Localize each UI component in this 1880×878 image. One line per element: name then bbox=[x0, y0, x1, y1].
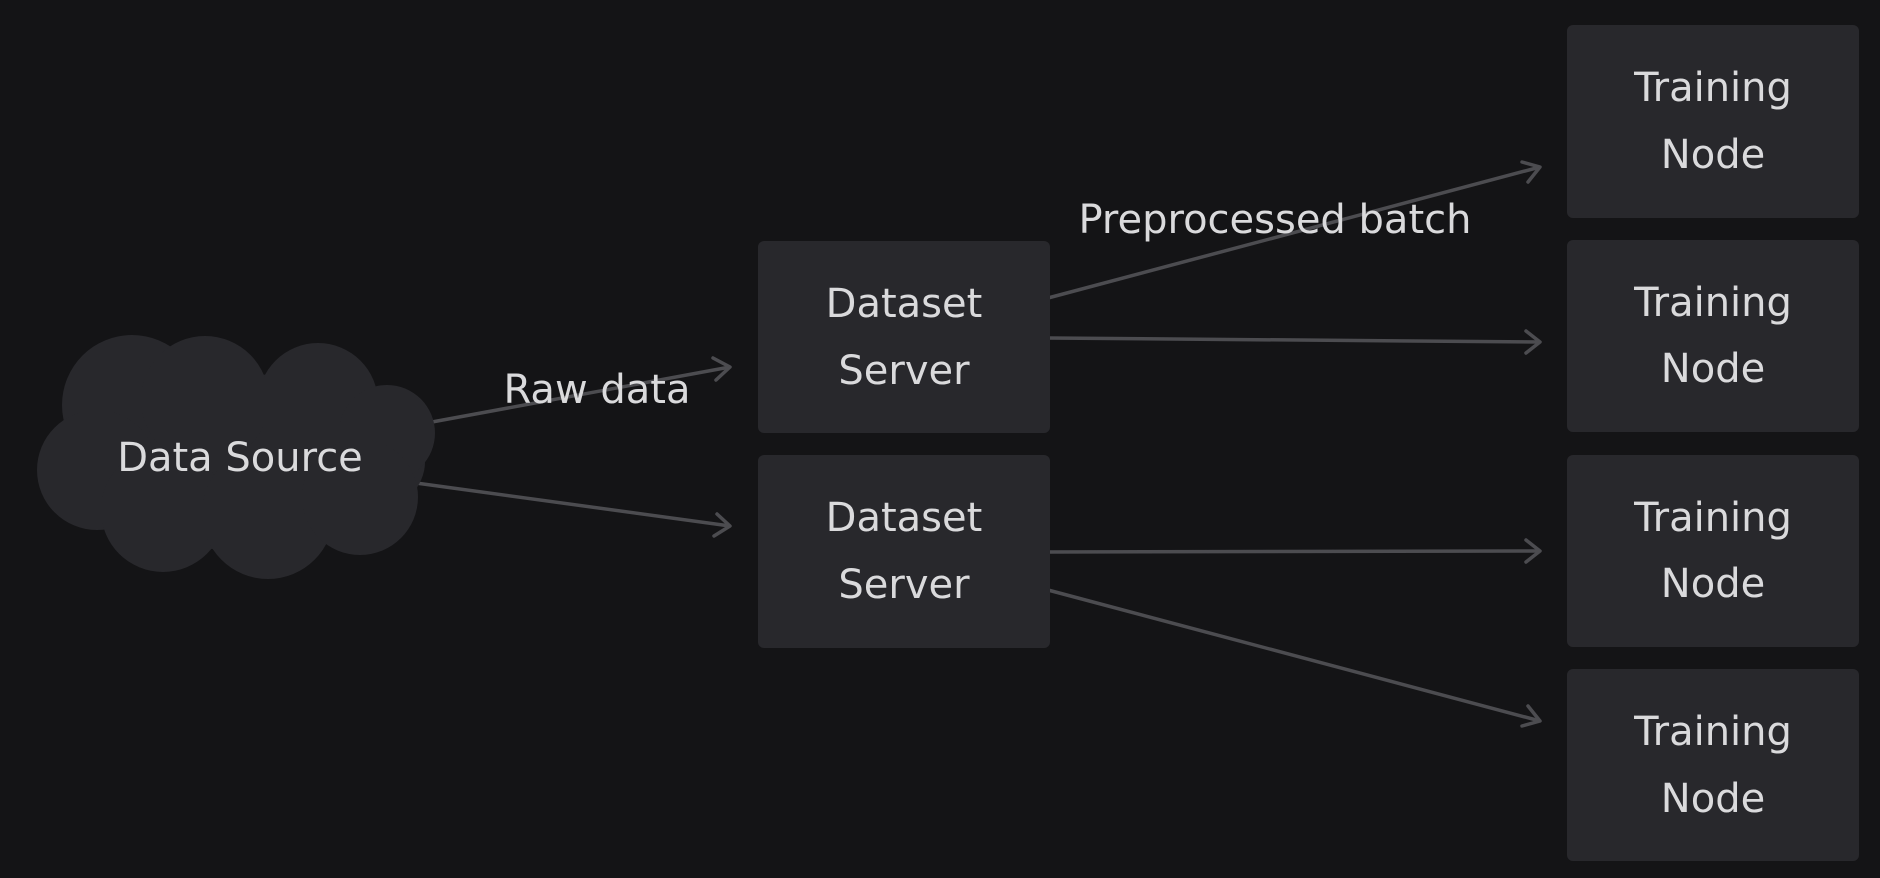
data-source-node[interactable]: Data Source bbox=[37, 335, 435, 579]
dataset-server-label-line-2: Server bbox=[838, 348, 970, 394]
dataset-server-label-line-1: Dataset bbox=[826, 495, 983, 541]
edges bbox=[415, 160, 1542, 728]
training-node-label-line-2: Node bbox=[1661, 346, 1765, 392]
training-node-label-line-1: Training bbox=[1633, 280, 1792, 326]
training-node[interactable]: Training Node bbox=[1567, 240, 1859, 432]
arrow-head-icon bbox=[711, 356, 732, 382]
training-node-label-line-1: Training bbox=[1633, 709, 1792, 755]
training-node[interactable]: Training Node bbox=[1567, 455, 1859, 647]
edge-server-1-to-node-2 bbox=[1047, 329, 1542, 355]
cloud-icon bbox=[37, 335, 435, 579]
edge-server-2-to-node-4 bbox=[1047, 588, 1542, 728]
arrow-head-icon bbox=[1524, 538, 1542, 564]
data-source-label: Data Source bbox=[117, 435, 363, 481]
arrow-head-icon bbox=[1520, 160, 1542, 184]
training-node[interactable]: Training Node bbox=[1567, 669, 1859, 861]
arrow-head-icon bbox=[1520, 704, 1542, 728]
dataset-server-label-line-2: Server bbox=[838, 562, 970, 608]
dataset-server-node[interactable]: Dataset Server bbox=[758, 455, 1050, 648]
training-node-label-line-2: Node bbox=[1661, 776, 1765, 822]
edge-source-to-server-2 bbox=[415, 481, 732, 538]
arrow-head-icon bbox=[712, 512, 732, 538]
edge-label-preprocessed-batch: Preprocessed batch bbox=[1079, 197, 1472, 243]
edge-label-raw-data: Raw data bbox=[504, 367, 691, 413]
training-node-label-line-2: Node bbox=[1661, 132, 1765, 178]
training-node-label-line-1: Training bbox=[1633, 65, 1792, 111]
edge-source-to-server-1 bbox=[431, 356, 732, 424]
training-node[interactable]: Training Node bbox=[1567, 25, 1859, 218]
edge-server-2-to-node-3 bbox=[1047, 538, 1542, 564]
training-node-label-line-1: Training bbox=[1633, 495, 1792, 541]
dataset-server-node[interactable]: Dataset Server bbox=[758, 241, 1050, 433]
dataset-server-label-line-1: Dataset bbox=[826, 281, 983, 327]
edge-server-1-to-node-1 bbox=[1047, 160, 1542, 300]
arrow-head-icon bbox=[1524, 329, 1542, 355]
training-node-label-line-2: Node bbox=[1661, 561, 1765, 607]
